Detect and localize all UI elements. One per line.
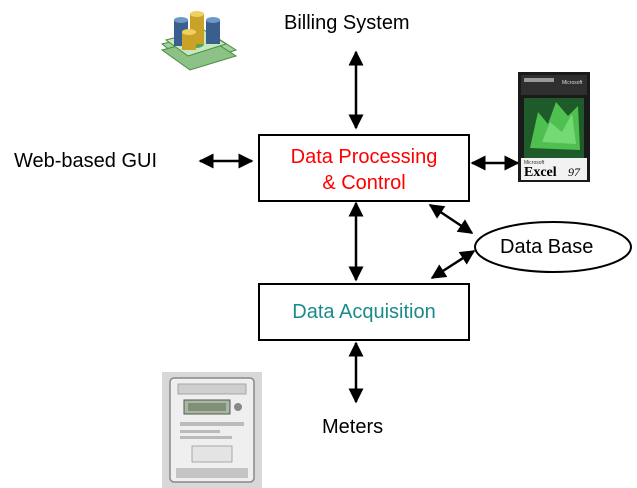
data-acquisition-label: Data Acquisition [292, 301, 436, 323]
excel-brand: Microsoft [524, 160, 545, 166]
data-acquisition-box: Data Acquisition [258, 283, 470, 341]
excel-version: 97 [568, 165, 581, 179]
arrow-acquisition-database [430, 249, 476, 280]
excel-box-icon: Microsoft Microsoft Excel 97 [518, 72, 590, 182]
database-node [474, 221, 632, 273]
data-processing-box: Data Processing & Control [258, 134, 470, 202]
electric-meter-icon [162, 372, 262, 488]
billing-system-label: Billing System [284, 12, 410, 34]
excel-brand-top: Microsoft [562, 80, 583, 86]
database-label: Data Base [500, 236, 594, 258]
data-processing-line2: & Control [322, 172, 406, 194]
money-stacks-icon [160, 11, 238, 71]
arrow-processing-database [428, 203, 474, 235]
excel-product: Excel [524, 165, 557, 180]
data-processing-line1: Data Processing [290, 146, 438, 168]
web-gui-label: Web-based GUI [14, 150, 158, 172]
meters-label: Meters [322, 416, 384, 438]
